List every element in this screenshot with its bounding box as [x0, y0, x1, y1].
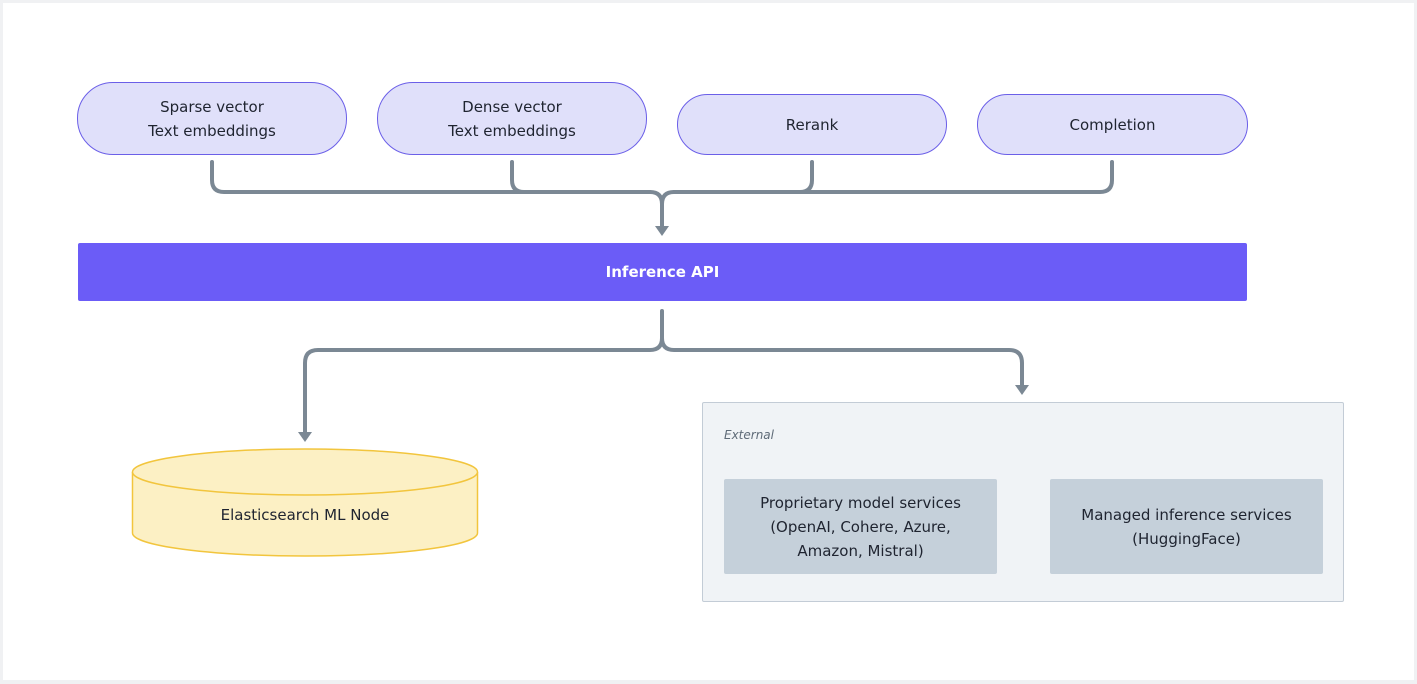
arrowhead-ml-node: [298, 432, 312, 442]
inference-api-label: Inference API: [605, 263, 720, 281]
managed-services-box: Managed inference services (HuggingFace): [1050, 479, 1323, 574]
connector-dense: [510, 160, 652, 194]
proprietary-line1: Proprietary model services: [760, 493, 961, 512]
external-label: External: [724, 428, 774, 442]
connector-rerank: [660, 160, 814, 206]
inference-api-bar: Inference API: [78, 243, 1247, 301]
dense-vector-node: Dense vector Text embeddings: [377, 82, 647, 155]
sparse-vector-line1: Sparse vector: [160, 97, 264, 116]
sparse-vector-line2: Text embeddings: [148, 121, 276, 140]
connector-completion: [672, 160, 1114, 194]
connector-to-external: [660, 336, 1024, 387]
managed-line1: Managed inference services: [1081, 505, 1292, 524]
dense-vector-line2: Text embeddings: [448, 121, 576, 140]
sparse-vector-node: Sparse vector Text embeddings: [77, 82, 347, 155]
rerank-label: Rerank: [785, 115, 839, 134]
connector-to-ml-node: [303, 309, 664, 434]
proprietary-line2: (OpenAI, Cohere, Azure,: [770, 517, 951, 536]
ml-node-cylinder: [131, 448, 479, 557]
ml-node-label: Elasticsearch ML Node: [220, 506, 390, 524]
managed-line2: (HuggingFace): [1132, 529, 1241, 548]
rerank-node: Rerank: [677, 94, 947, 155]
external-group: External Proprietary model services (Ope…: [702, 402, 1344, 602]
completion-label: Completion: [1069, 115, 1156, 134]
proprietary-services-box: Proprietary model services (OpenAI, Cohe…: [724, 479, 997, 574]
dense-vector-line1: Dense vector: [462, 97, 562, 116]
proprietary-line3: Amazon, Mistral): [797, 541, 924, 560]
arrowhead-api: [655, 226, 669, 236]
arrowhead-external: [1015, 385, 1029, 395]
completion-node: Completion: [977, 94, 1248, 155]
